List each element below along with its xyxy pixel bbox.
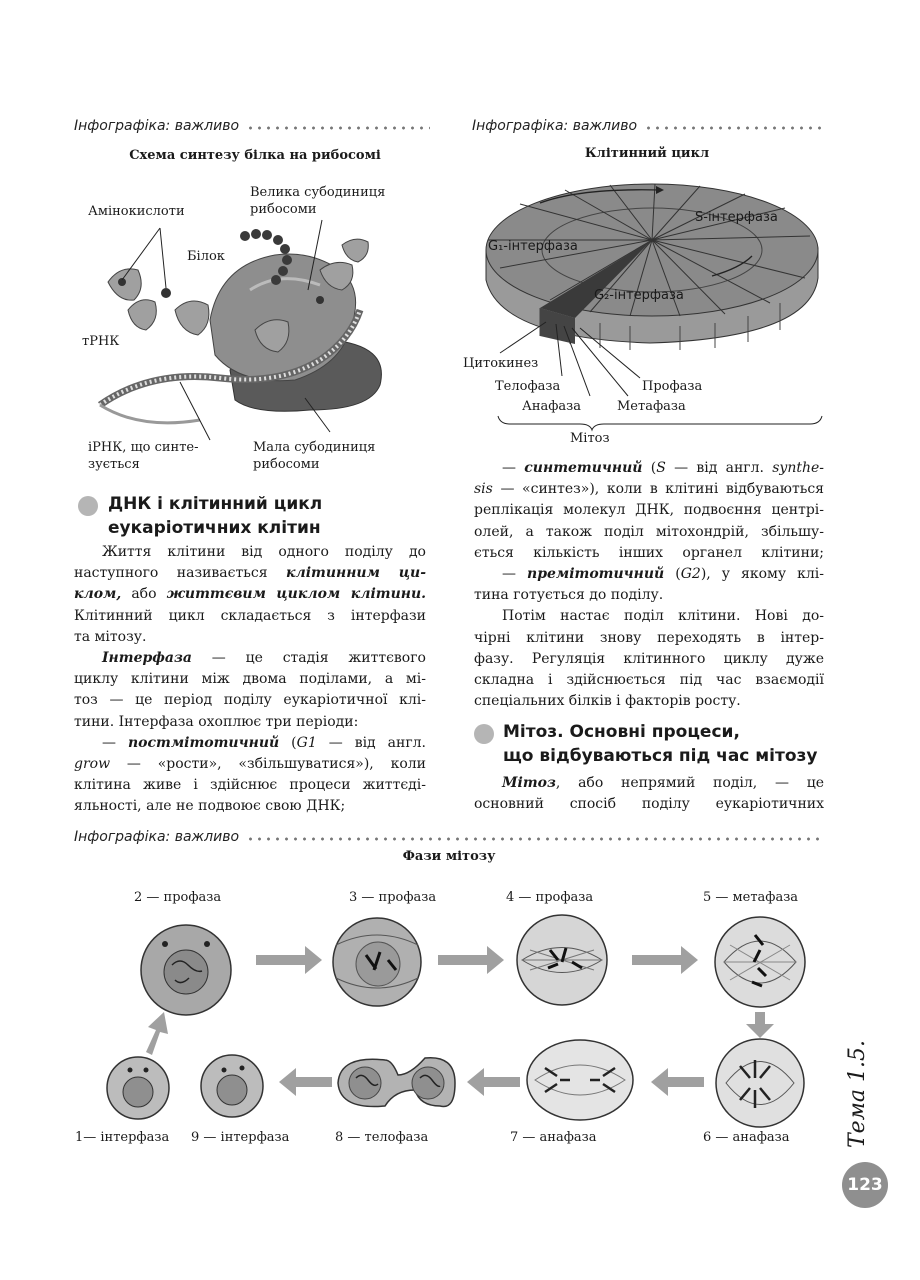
infographic-label-left: Інфографіка: важливо [74, 118, 240, 134]
cell-cycle-figure-title: Клітинний цикл [584, 146, 710, 161]
dotted-rule [644, 126, 824, 130]
caption-metaphase-5: 5 — метафаза [703, 890, 799, 905]
mitosis-figure-title: Фази мітозу [402, 849, 496, 864]
cell-cycle-diagram [485, 183, 823, 432]
section2-text: Мітоз, або непрямий поділ, — це основний… [474, 775, 824, 813]
cell-interphase-9 [200, 1054, 264, 1118]
cell-anaphase-7 [526, 1039, 634, 1121]
caption-prophase-3: 3 — профаза [349, 890, 437, 905]
cell-prophase-2 [140, 924, 232, 1016]
cell-telophase-8 [337, 1056, 456, 1108]
cell-anaphase-6 [715, 1038, 805, 1128]
dotted-rule [246, 837, 824, 841]
section-bullet [474, 724, 494, 744]
label-cytokinesis: Цитокинез [463, 356, 539, 371]
section1-heading: ДНК і клітинний цикл еукаріотичних кліти… [108, 494, 323, 538]
label-mrna-2: зується [88, 457, 140, 472]
section-bullet [78, 496, 98, 516]
side-topic-label: Тема 1.5. [845, 1039, 870, 1148]
label-prophase: Профаза [642, 379, 703, 394]
label-amino-acids: Амінокислоти [88, 204, 185, 219]
label-mrna-1: іРНК, що синте- [88, 440, 199, 455]
label-small-subunit-2: рибосоми [253, 457, 320, 472]
label-telophase: Телофаза [495, 379, 561, 394]
label-mitosis: Мітоз [570, 431, 610, 446]
dotted-rule [246, 126, 430, 130]
caption-interphase-1: 1— інтерфаза [75, 1130, 170, 1145]
section2-heading: Мітоз. Основні процеси, що відбуваються … [503, 722, 818, 766]
infographic-label-bottom: Інфографіка: важливо [74, 829, 240, 845]
page-number: 123 [847, 1175, 883, 1195]
cell-prophase-3 [332, 917, 422, 1007]
caption-prophase-2: 2 — профаза [134, 890, 222, 905]
caption-telophase-8: 8 — телофаза [335, 1130, 429, 1145]
label-large-subunit-2: рибосоми [250, 202, 317, 217]
cell-interphase-1 [106, 1056, 170, 1120]
caption-prophase-4: 4 — профаза [506, 890, 594, 905]
label-small-subunit-1: Мала субодиниця [253, 440, 376, 455]
ribosome-figure-title: Схема синтезу білка на рибосомі [129, 148, 381, 163]
caption-anaphase-6: 6 — анафаза [703, 1130, 790, 1145]
caption-anaphase-7: 7 — анафаза [510, 1130, 597, 1145]
label-metaphase: Метафаза [617, 399, 686, 414]
cell-prophase-4 [516, 914, 608, 1006]
label-g2-interphase: G₂-інтерфаза [594, 288, 684, 303]
label-large-subunit-1: Велика субодиниця [250, 185, 386, 200]
infographic-label-right: Інфографіка: важливо [472, 118, 638, 134]
left-column-text: Життя клітини від одного поділу до насту… [74, 544, 427, 815]
caption-interphase-9: 9 — інтерфаза [191, 1130, 290, 1145]
phase-arrows [146, 946, 774, 1096]
label-s-interphase: S-інтерфаза [695, 210, 778, 225]
cell-metaphase-5 [714, 916, 806, 1008]
label-protein: Білок [187, 249, 225, 264]
label-trna: тРНК [82, 334, 120, 349]
page-number-badge: 123 [842, 1162, 888, 1208]
right-column-text: — синтетичний (S — від англ. synthe- sis… [474, 460, 825, 710]
ribosome-diagram [97, 219, 382, 441]
label-g1-interphase: G₁-інтерфаза [488, 239, 578, 254]
label-anaphase: Анафаза [522, 399, 582, 414]
